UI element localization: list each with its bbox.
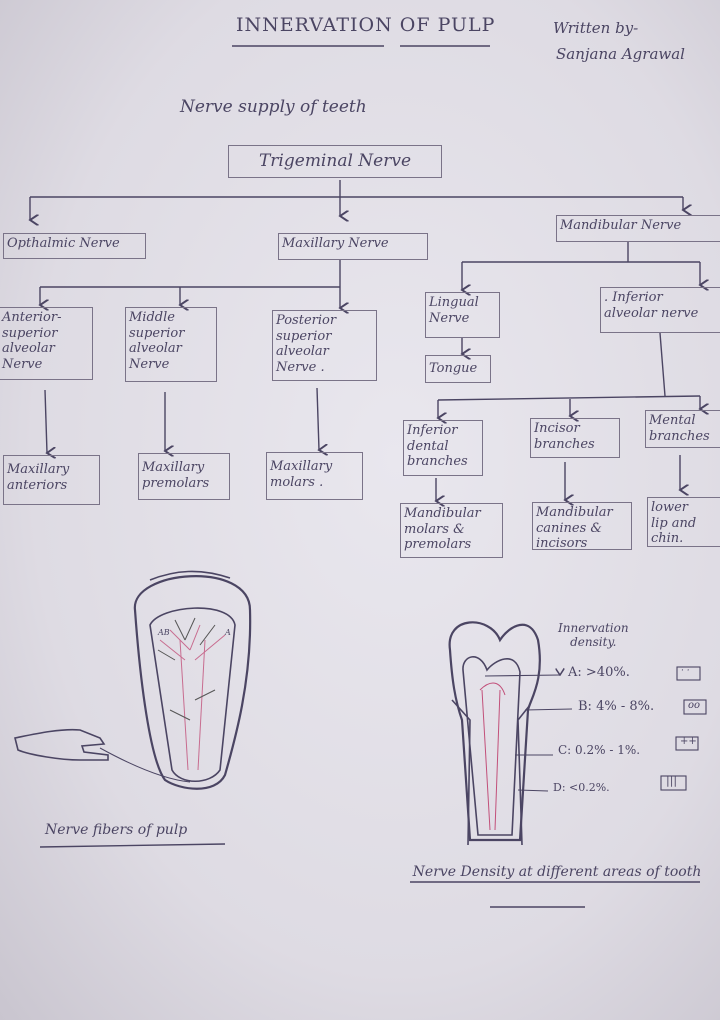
zone-a-label: A: >40%. bbox=[568, 665, 630, 680]
lower-lip-box: lower lip and chin. bbox=[647, 497, 720, 547]
asa-nerve-box: Anterior- superior alveolar Nerve bbox=[0, 307, 93, 380]
maxillary-nerve-box: Maxillary Nerve bbox=[278, 233, 428, 260]
left-figure-caption: Nerve fibers of pulp bbox=[45, 822, 188, 838]
author-line1: Written by- bbox=[553, 19, 639, 37]
lingual-nerve-box: Lingual Nerve bbox=[425, 292, 500, 338]
incisor-branches-box: Incisor branches bbox=[530, 418, 620, 458]
subtitle: Nerve supply of teeth bbox=[180, 97, 367, 117]
zone-b-symbol: oo bbox=[688, 700, 701, 711]
zone-c-label: C: 0.2% - 1%. bbox=[558, 743, 641, 757]
maxillary-molars-box: Maxillary molars . bbox=[266, 452, 363, 500]
tooth-nerve-fibers-drawing bbox=[14, 570, 252, 790]
inferior-alveolar-nerve-box: . Inferior alveolar nerve bbox=[600, 287, 720, 333]
zone-d-label: D: <0.2%. bbox=[553, 781, 610, 794]
mandibular-nerve-box: Mandibular Nerve bbox=[556, 215, 720, 242]
legend-title: Innervation density. bbox=[558, 621, 629, 649]
zone-c-symbol: ++ bbox=[680, 736, 697, 747]
tooth-density-drawing bbox=[448, 621, 541, 846]
mandibular-molars-box: Mandibular molars & premolars bbox=[400, 503, 503, 558]
maxillary-premolars-box: Maxillary premolars bbox=[138, 453, 230, 500]
label-a: A bbox=[225, 628, 231, 637]
mandibular-canines-box: Mandibular canines & incisors bbox=[532, 502, 632, 551]
ophthalmic-nerve-box: Opthalmic Nerve bbox=[3, 233, 146, 259]
zone-d-symbol: ||| bbox=[666, 774, 678, 787]
trigeminal-nerve-box: Trigeminal Nerve bbox=[228, 145, 442, 178]
tongue-box: Tongue bbox=[425, 355, 491, 383]
msa-nerve-box: Middle superior alveolar Nerve bbox=[125, 307, 217, 382]
inferior-dental-branches-box: Inferior dental branches bbox=[403, 420, 483, 476]
right-figure-caption: Nerve Density at different areas of toot… bbox=[412, 864, 702, 880]
author-line2: Sanjana Agrawal bbox=[556, 45, 685, 63]
maxillary-anteriors-box: Maxillary anteriors bbox=[3, 455, 100, 505]
mental-branches-box: Mental branches bbox=[645, 410, 720, 448]
label-ab: AB bbox=[158, 628, 170, 637]
zone-b-label: B: 4% - 8%. bbox=[578, 699, 655, 714]
zone-a-symbol: · · bbox=[681, 666, 690, 676]
psa-nerve-box: Posterior superior alveolar Nerve . bbox=[272, 310, 377, 381]
page-title: INNERVATION OF PULP bbox=[236, 14, 496, 36]
